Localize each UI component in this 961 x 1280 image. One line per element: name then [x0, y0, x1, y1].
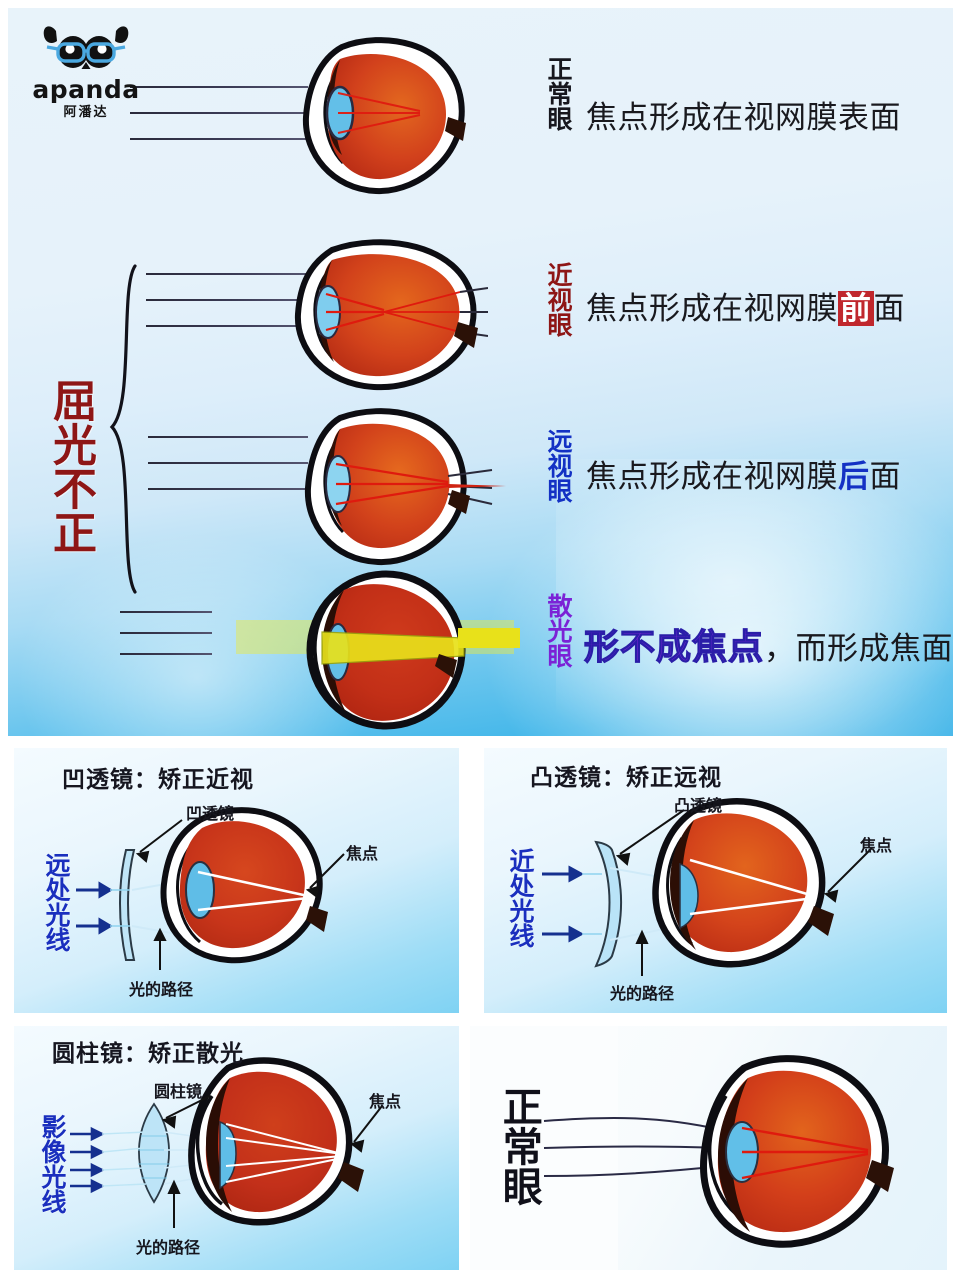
row-label-myopia: 近视眼	[544, 262, 572, 337]
row-desc-hyperopia: 焦点形成在视网膜后面	[586, 451, 901, 496]
panel-concave-lens: 凹透镜：矫正近视 远处光线 凹透镜 焦点 光的路径	[14, 748, 459, 1013]
panel-convex-diagram	[542, 798, 873, 976]
row-desc-myopia-prefix: 焦点形成在视网膜	[586, 291, 838, 326]
row-desc-hyperopia-highlight: 后	[838, 459, 870, 494]
eye-diagram-normal	[302, 37, 466, 195]
panel-convex-path-label: 光的路径	[610, 986, 675, 1003]
panel-concave-side-label: 远处光线	[42, 852, 70, 952]
panel-normal-side-label: 正常眼	[496, 1086, 541, 1206]
eye-diagram-astigmatism	[306, 570, 466, 730]
panda-face-with-glasses-icon	[43, 26, 129, 69]
row-label-hyperopia: 远视眼	[544, 428, 572, 503]
panel-cylindrical-diagram	[70, 1057, 383, 1228]
panel-convex-focus-label: 焦点	[860, 838, 893, 855]
incoming-rays-myopia	[146, 273, 306, 329]
row-desc-hyperopia-prefix: 焦点形成在视网膜	[586, 459, 838, 494]
curly-brace-icon	[109, 264, 137, 594]
panel-normal-diagram	[543, 1055, 894, 1248]
eye-diagram-myopia	[294, 239, 488, 391]
row-desc-astigmatism: 形不成焦点，而形成焦面	[583, 619, 953, 670]
row-desc-myopia-suffix: 面	[873, 291, 905, 326]
brand-logo: apanda 阿潘达	[30, 22, 142, 118]
panel-concave-focus-label: 焦点	[346, 846, 379, 863]
incoming-rays-hyperopia	[148, 436, 308, 492]
astigmatism-focal-plane-bar	[458, 628, 520, 648]
row-desc-normal: 焦点形成在视网膜表面	[586, 92, 901, 137]
row-desc-myopia-highlight: 前	[838, 291, 874, 326]
logo-wordmark: apanda	[32, 75, 140, 104]
row-desc-astigmatism-suffix: ，而形成焦面	[764, 631, 953, 666]
eye-diagram-hyperopia	[304, 408, 506, 566]
panel-cylindrical-lens-label: 圆柱镜	[154, 1084, 203, 1101]
row-label-astigmatism: 散光眼	[544, 593, 572, 668]
panel-convex-title: 凸透镜：矫正远视	[530, 764, 722, 790]
panel-concave-lens-label: 凹透镜	[186, 806, 235, 823]
logo-chinese-name: 阿潘达	[63, 104, 109, 119]
incoming-rays-normal	[130, 86, 308, 142]
panel-cylindrical-path-label: 光的路径	[136, 1240, 201, 1257]
row-desc-normal-text: 焦点形成在视网膜表面	[586, 100, 901, 135]
panel-convex-lens: 凸透镜：矫正远视 近处光线 凸透镜 焦点 光的路径	[484, 748, 947, 1013]
refractive-error-label: 屈光不正	[46, 378, 95, 554]
row-desc-hyperopia-suffix: 面	[869, 459, 901, 494]
top-banner: apanda 阿潘达 屈光不正	[8, 8, 953, 736]
panel-cylindrical-focus-label: 焦点	[369, 1094, 402, 1111]
panel-concave-diagram	[76, 807, 345, 970]
panel-cylindrical-title: 圆柱镜：矫正散光	[52, 1040, 244, 1066]
row-desc-astigmatism-emphasis: 形不成焦点	[583, 627, 765, 667]
panel-normal-eye: 正常眼	[470, 1026, 947, 1270]
row-label-normal: 正常眼	[544, 56, 572, 131]
panel-convex-lens-label: 凸透镜	[674, 798, 723, 815]
panel-concave-path-label: 光的路径	[129, 982, 194, 999]
panel-cylindrical-side-label: 影像光线	[38, 1114, 66, 1214]
panel-convex-side-label: 近处光线	[506, 848, 534, 948]
incoming-rays-astigmatism	[120, 611, 212, 657]
panel-concave-title: 凹透镜：矫正近视	[62, 766, 254, 792]
panel-cylindrical-lens: 圆柱镜：矫正散光 影像光线 圆柱镜 焦点 光的路径	[14, 1026, 459, 1270]
row-desc-myopia: 焦点形成在视网膜前面	[586, 283, 905, 328]
